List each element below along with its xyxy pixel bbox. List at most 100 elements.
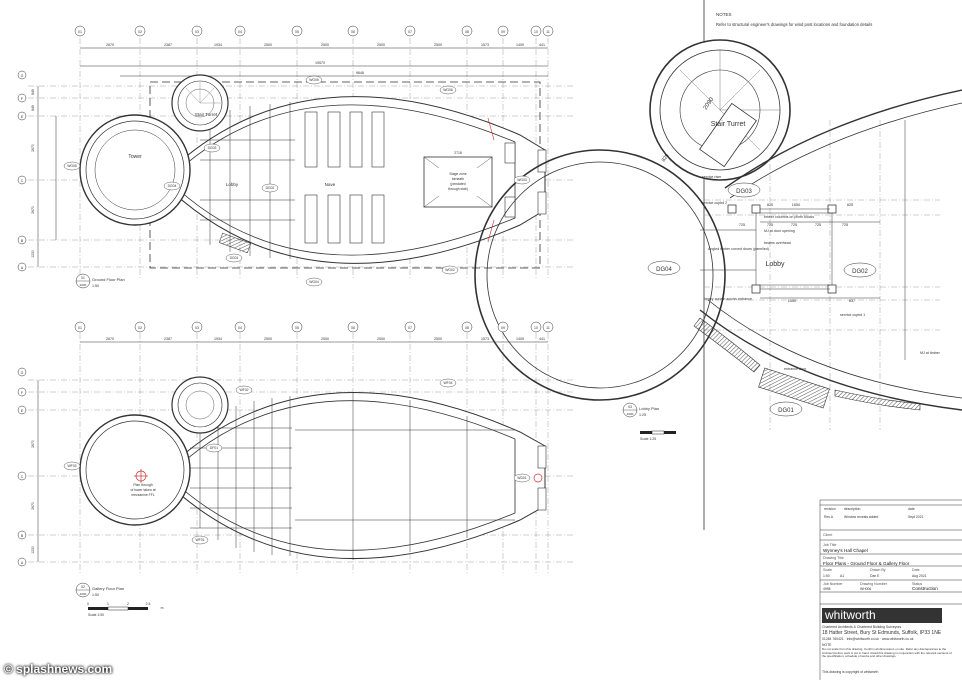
svg-text:1550: 1550	[788, 299, 796, 303]
grid-label: A	[21, 266, 24, 270]
status-value: Construction	[912, 586, 938, 591]
svg-text:WF01: WF01	[195, 538, 204, 542]
gallery-plan-title: 02 2000 Gallery Floor Plan 1:50	[75, 582, 124, 598]
grid-label: C	[21, 179, 24, 183]
svg-text:2000: 2000	[80, 592, 87, 596]
lobby-annotations: service riser service cupbd 2 timber col…	[702, 175, 941, 371]
job-title-label: Job Title	[823, 543, 837, 547]
svg-text:441: 441	[539, 337, 545, 341]
svg-text:2000: 2000	[80, 283, 87, 287]
svg-text:2670: 2670	[31, 206, 35, 214]
watermark: © splashnews.com	[4, 662, 113, 676]
rev-cell: Rev A	[824, 515, 834, 519]
notes-text: Refer to structural engineer's drawings …	[716, 22, 873, 27]
svg-text:2500: 2500	[434, 43, 442, 47]
lobby-plan-title: 03 2000 Lobby Plan 1:25 Scale 1:25	[622, 402, 659, 441]
gallery-floor-plan	[28, 322, 575, 611]
dims-side: 849 849 2670 2670 1230 2670 2670 1230	[31, 89, 35, 554]
svg-text:1:50: 1:50	[92, 593, 99, 597]
svg-text:DG01: DG01	[778, 408, 794, 414]
grid-label: 03	[195, 326, 199, 330]
svg-text:2387: 2387	[164, 337, 172, 341]
svg-text:2500: 2500	[321, 43, 329, 47]
drawing-title-label: Drawing Title	[823, 556, 844, 560]
svg-text:entrance door: entrance door	[784, 367, 807, 371]
svg-text:02: 02	[81, 585, 85, 589]
grid-label: 01	[78, 30, 82, 34]
grid-label: 04	[238, 326, 242, 330]
company-contact: 01284 760421 · info@whitworth.co.uk · ww…	[822, 637, 914, 641]
svg-text:9646: 9646	[356, 71, 364, 75]
title-block-frame	[819, 499, 962, 680]
svg-text:Scale 1:25: Scale 1:25	[640, 437, 656, 441]
lobby-room-label: Lobby	[765, 261, 785, 268]
grid-label: G	[21, 74, 24, 78]
client-label: Client	[823, 533, 833, 537]
svg-text:Stage zone: Stage zone	[449, 172, 466, 176]
svg-text:849: 849	[31, 105, 35, 111]
grid-label: 07	[408, 326, 412, 330]
svg-text:DG04: DG04	[656, 267, 672, 273]
svg-text:1573: 1573	[481, 337, 489, 341]
grid-label: 02	[138, 326, 142, 330]
svg-text:825: 825	[847, 203, 853, 207]
svg-text:2670: 2670	[106, 43, 114, 47]
svg-text:WG02: WG02	[445, 268, 455, 272]
svg-text:1934: 1934	[214, 337, 222, 341]
svg-text:725: 725	[791, 223, 797, 227]
dims-top-ground: 2670 2387 1934 2500 2500 2500 2500 1573 …	[106, 43, 545, 75]
svg-text:WG05: WG05	[67, 164, 77, 168]
stage-note: 2718 Stage zone beneath (pendated throug…	[448, 151, 468, 191]
door-tags-gallery: WD01 WF02 WF03 WF04 DF01 WF01	[63, 378, 531, 545]
svg-text:DG03: DG03	[736, 189, 752, 195]
svg-text:WD01: WD01	[517, 476, 527, 480]
date-label: Date	[912, 568, 920, 572]
scale-label: Scale	[823, 568, 832, 572]
company-sub: Chartered Architects & Chartered Buildin…	[822, 625, 902, 629]
grid-label: 10	[534, 30, 538, 34]
grid-label: B	[21, 534, 24, 538]
drawing-title: Floor Plans - Ground Floor & Gallery Flo…	[823, 561, 910, 566]
svg-text:2: 2	[127, 602, 129, 606]
grid-label: 11	[546, 30, 550, 34]
svg-text:849: 849	[31, 89, 35, 95]
svg-text:WG03: WG03	[517, 178, 527, 182]
svg-text:1230: 1230	[31, 250, 35, 258]
grid-label: E	[21, 409, 24, 413]
dims-top-gallery: 2670 2387 1934 2500 2500 2500 2500 1573 …	[106, 337, 545, 341]
door-tags-lobby: DG01 DG02 DG03 DG04	[647, 182, 877, 417]
svg-text:2500: 2500	[264, 43, 272, 47]
svg-text:WF02: WF02	[239, 388, 248, 392]
job-title: Wynney's Hall Chapel	[823, 548, 868, 553]
svg-text:2500: 2500	[321, 337, 329, 341]
svg-text:2670: 2670	[31, 440, 35, 448]
grid-label: B	[21, 239, 24, 243]
grid-label: 03	[195, 30, 199, 34]
grid-bubbles-gallery: 01 02 03 04 05 06 07 08 09 10 11	[74, 321, 554, 333]
rev-cell: Window reveals added	[844, 515, 879, 519]
company-logo: whitworth	[822, 608, 942, 623]
svg-text:WG05: WG05	[309, 78, 319, 82]
grid-label: 02	[138, 30, 142, 34]
svg-text:2.5: 2.5	[146, 602, 151, 606]
rev-cell: Sept 2021	[908, 515, 924, 519]
copyright: This drawing is copyright of whitworth	[822, 670, 879, 674]
grid-label: F	[21, 97, 23, 101]
svg-text:service riser: service riser	[702, 175, 722, 179]
grid-bubbles-ground: 01 02 03 04 05 06 07 08 09 10 11	[74, 25, 554, 37]
svg-text:MJ at door opening: MJ at door opening	[764, 229, 795, 233]
svg-text:timber columns on plinth block: timber columns on plinth blocks	[764, 215, 814, 219]
grid-label: 08	[465, 30, 469, 34]
svg-text:Ground Floor Plan: Ground Floor Plan	[92, 277, 125, 282]
status-label: Status	[912, 582, 923, 586]
revision-row: Rev A Window reveals added Sept 2021	[824, 515, 923, 519]
room-label-stair: Stair Turret	[195, 112, 218, 117]
svg-text:service cupbd 2: service cupbd 2	[702, 201, 727, 205]
svg-text:2000: 2000	[627, 412, 634, 416]
job-number: 4998	[823, 587, 831, 591]
room-label-nave: Nave	[325, 182, 336, 187]
svg-text:Plan through: Plan through	[133, 483, 152, 487]
svg-text:1:25: 1:25	[639, 413, 646, 417]
